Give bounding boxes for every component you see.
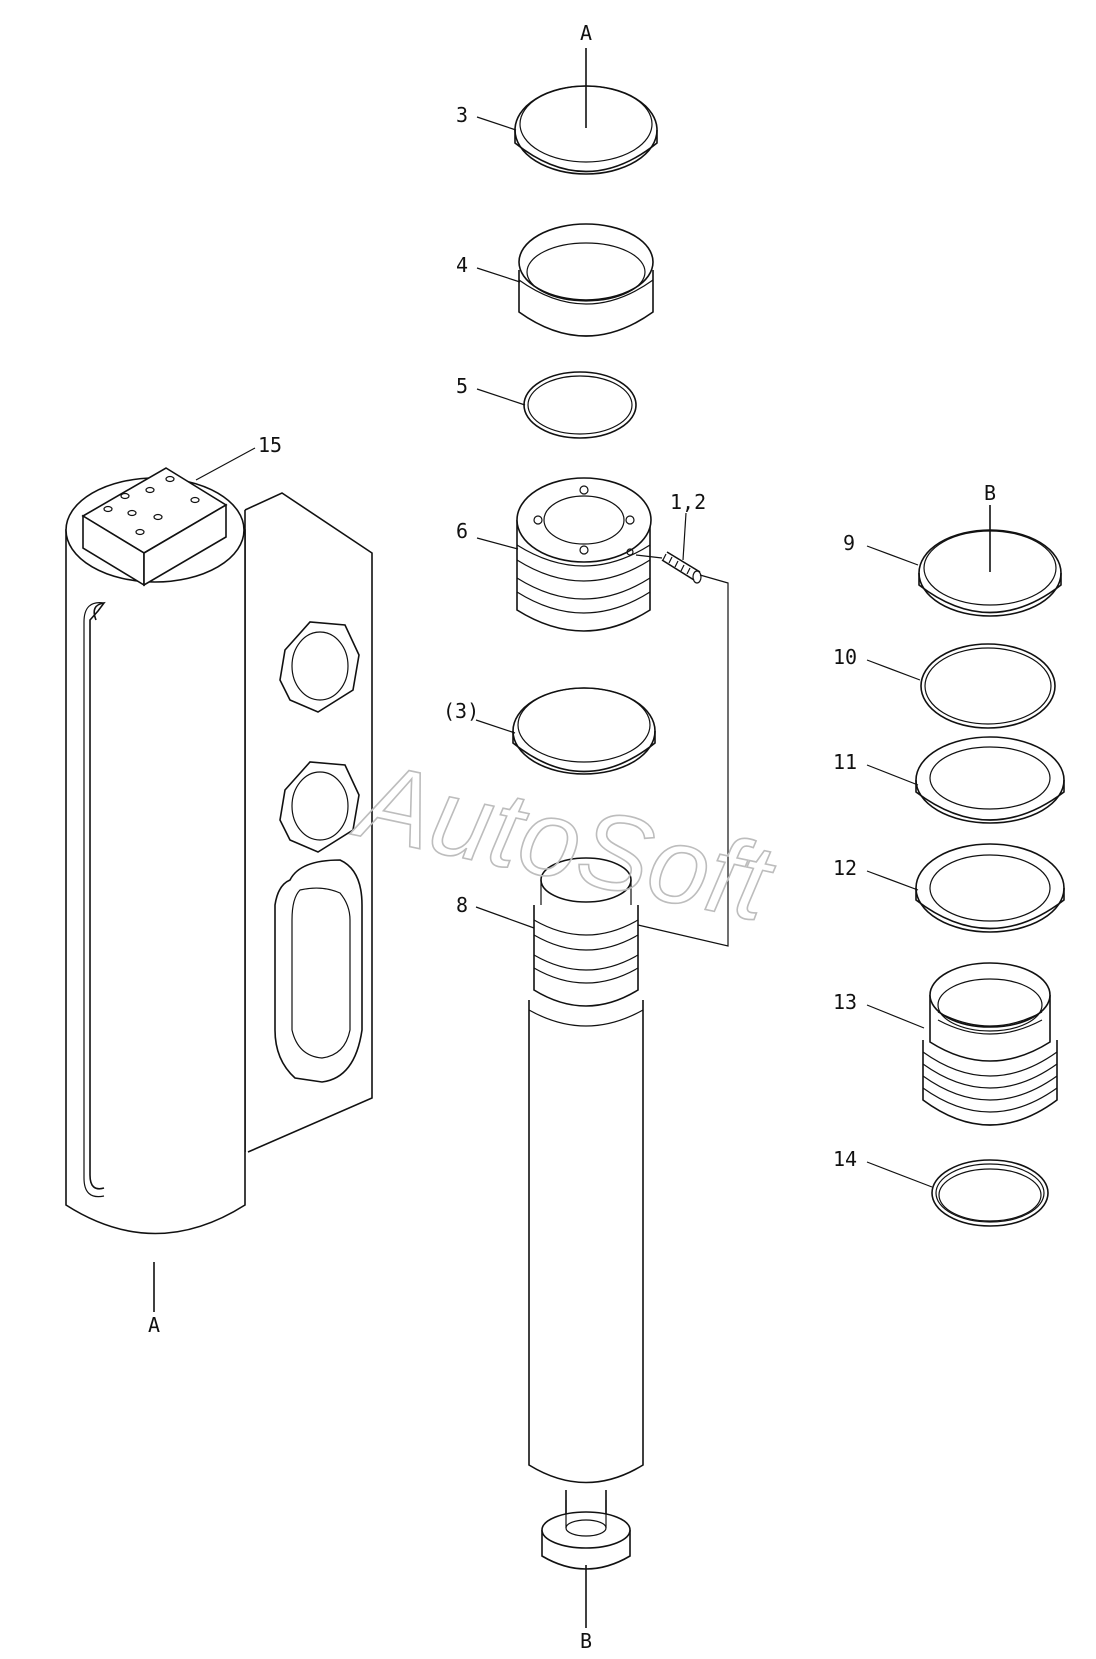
manifold-block-15	[81, 467, 228, 587]
label-part-5: 5	[456, 374, 468, 398]
label-part-1-2: 1,2	[670, 490, 706, 514]
label-A-top: A	[580, 21, 592, 45]
label-B-top: B	[984, 481, 996, 505]
label-part-10: 10	[833, 645, 857, 669]
part-12-seal	[915, 843, 1065, 933]
part-5-o-ring	[523, 371, 637, 439]
part-1-2-set-screw	[635, 551, 702, 584]
label-part-11: 11	[833, 750, 857, 774]
label-part-15: 15	[258, 433, 282, 457]
label-part-12: 12	[833, 856, 857, 880]
label-part-13: 13	[833, 990, 857, 1014]
label-part-6: 6	[456, 519, 468, 543]
part-11-seal	[915, 736, 1065, 824]
part-6-piston	[516, 477, 652, 632]
label-part-8: 8	[456, 893, 468, 917]
label-B-bottom: B	[580, 1629, 592, 1653]
label-part-14: 14	[833, 1147, 857, 1171]
part-8-piston-rod	[528, 857, 644, 1570]
part-4-bushing	[518, 223, 654, 337]
label-part-3-repeat: (3)	[443, 699, 479, 723]
label-A-bottom: A	[148, 1313, 160, 1337]
part-13-gland-nut	[922, 962, 1058, 1126]
part-3-wear-ring-repeat	[512, 687, 656, 775]
label-part-3: 3	[456, 103, 468, 127]
part-14-backup-ring	[931, 1159, 1049, 1227]
part-10-o-ring	[920, 643, 1056, 729]
label-part-4: 4	[456, 253, 468, 277]
label-part-9: 9	[843, 531, 855, 555]
cylinder-housing	[65, 467, 373, 1235]
